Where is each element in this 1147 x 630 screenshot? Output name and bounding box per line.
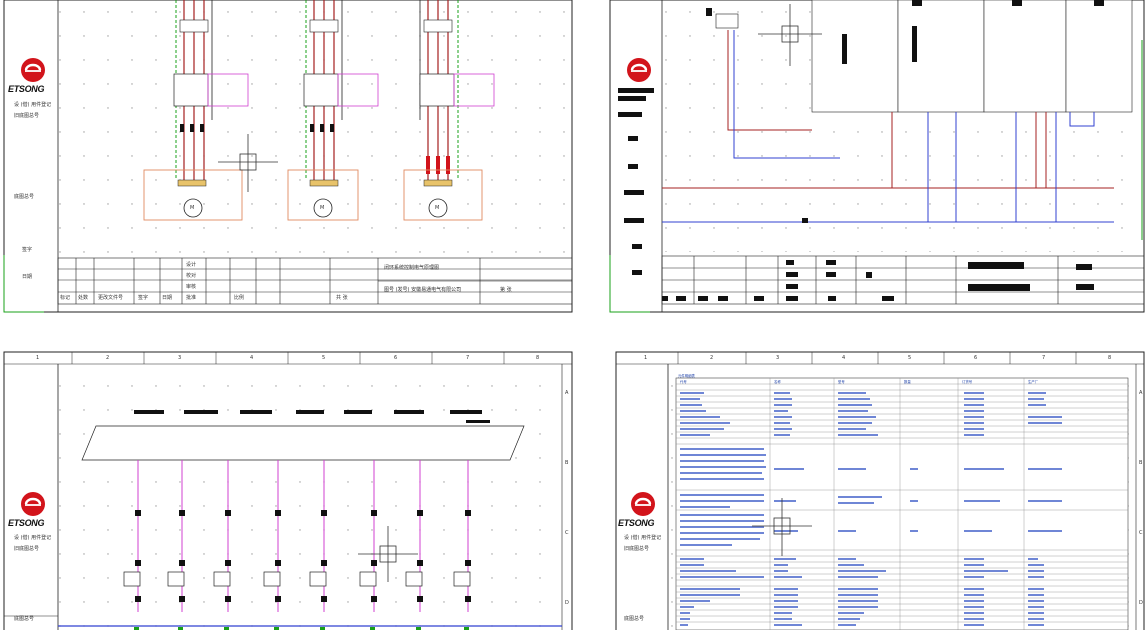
scale-label-a: 比例 <box>234 295 245 301</box>
side-label-c-1: 旧底图总号 <box>14 546 40 552</box>
column-header-d-8: 8 <box>1108 355 1112 361</box>
motor-circuit-1 <box>143 0 249 221</box>
bom-header-model: 型号 <box>838 380 845 384</box>
motor-circuit-3 <box>403 0 495 221</box>
crosshair-cursor-c <box>358 526 418 582</box>
side-label-1: 旧底图总号 <box>14 113 40 119</box>
drawing-pane-d[interactable]: 1 2 3 4 5 6 7 8 A B C D 元件明细表 代号 名称 型号 数… <box>612 350 1147 630</box>
column-header-d-3: 3 <box>776 355 780 361</box>
bom-header-code: 代号 <box>680 380 687 384</box>
column-header-8: 8 <box>536 355 540 361</box>
bom-header-order: 订货号 <box>962 380 973 384</box>
revision-label-doc: 更改文件号 <box>98 295 124 301</box>
etsong-logo-icon <box>631 492 655 516</box>
row-header-c: C <box>565 530 569 536</box>
crosshair-cursor-a <box>218 134 278 192</box>
motor-circuit-2 <box>287 0 379 221</box>
sheet-of-a: 第 张 <box>500 287 512 293</box>
approval-label-check: 校对 <box>186 273 197 279</box>
side-label-d-1: 旧底图总号 <box>624 546 650 552</box>
title-block-a <box>57 257 573 305</box>
column-header-d-4: 4 <box>842 355 846 361</box>
company-logo-c: ETSONG <box>8 490 52 534</box>
motor-label-1: M <box>190 205 195 211</box>
side-label-0: 设 (借) 用件登记 <box>14 102 52 108</box>
etsong-logo-icon <box>21 58 45 82</box>
row-header-a: A <box>565 390 569 396</box>
column-header-d-1: 1 <box>644 355 648 361</box>
column-header-7: 7 <box>466 355 470 361</box>
row-header-d-a: A <box>1139 390 1143 396</box>
column-header-d-6: 6 <box>974 355 978 361</box>
revision-label-date: 日期 <box>162 295 173 301</box>
drawing-pane-a[interactable]: ETSONG 设 (借) 用件登记 旧底图总号 底图总号 签字 日期 闭环系统控… <box>0 0 576 316</box>
drawing-title-a: 闭环系统控制电气原理图 <box>384 265 440 271</box>
approval-label-design: 设计 <box>186 262 197 268</box>
column-header-2: 2 <box>106 355 110 361</box>
crosshair-cursor-b <box>758 4 822 66</box>
column-header-d-2: 2 <box>710 355 714 361</box>
column-header-d-5: 5 <box>908 355 912 361</box>
revision-label-sign: 签字 <box>138 295 149 301</box>
motor-label-2: M <box>320 205 325 211</box>
etsong-logo-icon <box>21 492 45 516</box>
bom-header-qty: 数量 <box>904 380 911 384</box>
cabinet-blocks <box>811 0 1133 113</box>
approval-label-approve: 批准 <box>186 295 197 301</box>
side-label-3: 签字 <box>22 247 33 253</box>
column-header-6: 6 <box>394 355 398 361</box>
column-header-d-7: 7 <box>1042 355 1046 361</box>
drawing-pane-c[interactable]: 1 2 3 4 5 6 7 8 A B C D ETSONG 设 (借) 用件登… <box>0 350 576 630</box>
side-label-4: 日期 <box>22 274 33 280</box>
column-header-1: 1 <box>36 355 40 361</box>
company-logo-a: ETSONG <box>8 56 52 100</box>
schematic-canvas-c[interactable] <box>0 350 576 630</box>
row-header-d-c: C <box>1139 530 1143 536</box>
logo-wordmark: ETSONG <box>8 84 45 94</box>
row-header-d-d: D <box>1139 600 1143 606</box>
bom-canvas-d[interactable] <box>612 350 1147 630</box>
bom-header-name: 名称 <box>774 380 781 384</box>
column-header-3: 3 <box>178 355 182 361</box>
sheet-total-a: 共 张 <box>336 295 348 301</box>
revision-label-count: 处数 <box>78 295 89 301</box>
row-header-d-b: B <box>1139 460 1143 466</box>
side-label-d-0: 设 (借) 用件登记 <box>624 535 662 541</box>
logo-wordmark: ETSONG <box>618 518 655 528</box>
drawing-pane-b[interactable] <box>606 0 1147 316</box>
company-logo-d: ETSONG <box>618 490 662 534</box>
company-logo-b <box>620 56 658 100</box>
company-name-a: 图号 (发号) 安徽易通电气有限公司 <box>384 287 462 293</box>
row-header-d: D <box>565 600 569 606</box>
column-header-4: 4 <box>250 355 254 361</box>
revision-label-mark: 标记 <box>60 295 71 301</box>
bom-table-title: 元件明细表 <box>678 374 695 378</box>
crosshair-cursor-d <box>752 498 812 556</box>
etsong-logo-icon <box>627 58 651 82</box>
side-label-d-2: 底图总号 <box>624 616 645 622</box>
schematic-canvas-b[interactable] <box>606 0 1147 316</box>
side-label-2: 底图总号 <box>14 194 35 200</box>
schematic-canvas-a[interactable] <box>0 0 576 316</box>
side-label-c-0: 设 (借) 用件登记 <box>14 535 52 541</box>
side-label-c-2: 底图总号 <box>14 616 35 622</box>
approval-label-review: 审核 <box>186 284 197 290</box>
row-header-b: B <box>565 460 569 466</box>
motor-label-3: M <box>435 205 440 211</box>
logo-wordmark: ETSONG <box>8 518 45 528</box>
column-header-5: 5 <box>322 355 326 361</box>
bom-header-maker: 生产厂 <box>1028 380 1039 384</box>
